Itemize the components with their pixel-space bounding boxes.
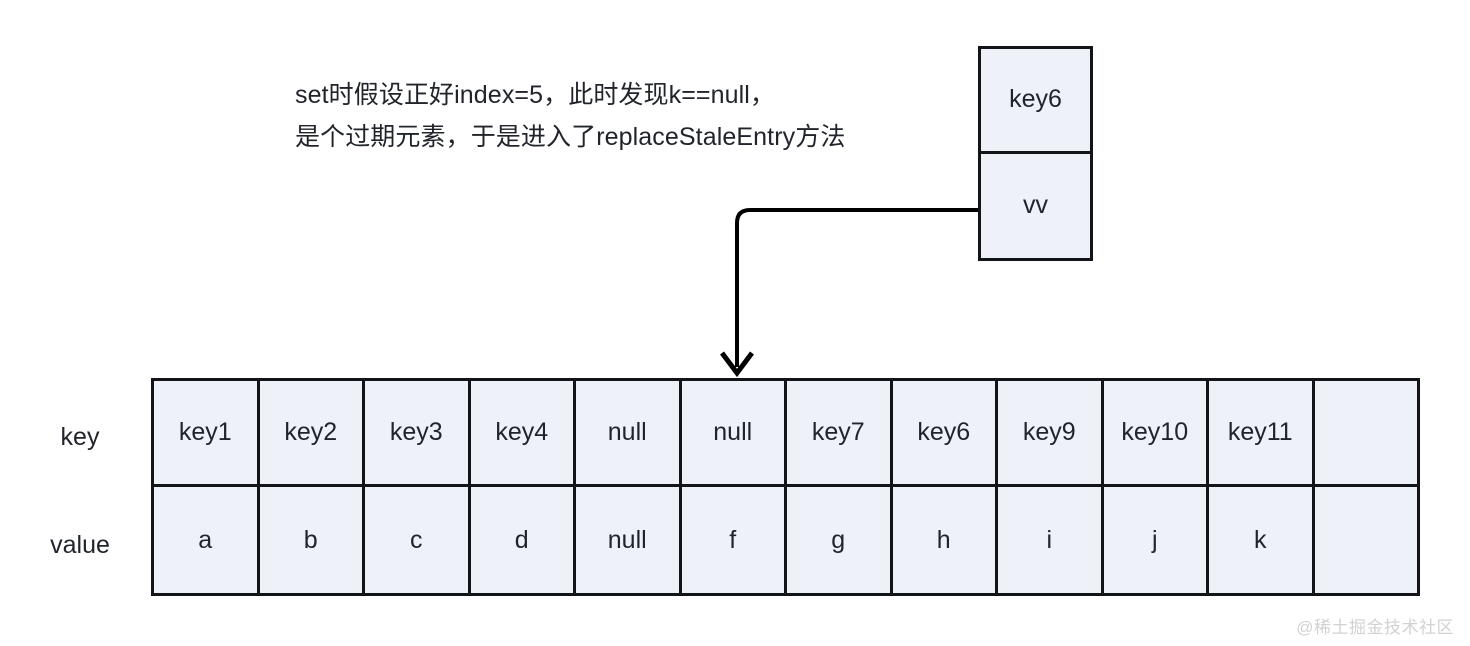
value-cell-4: null	[576, 487, 682, 593]
value-cell-1: b	[259, 487, 365, 593]
row-label-value: value	[50, 531, 110, 559]
key-cell-11	[1314, 381, 1417, 484]
value-cell-5: f	[681, 487, 787, 593]
new-entry-value-cell: vv	[981, 153, 1090, 258]
value-cell-8: i	[998, 487, 1104, 593]
key-cell-2: key3	[365, 381, 471, 484]
elbow-arrow-icon	[720, 208, 978, 378]
table-row-keys: key1 key2 key3 key4 null null key7 key6 …	[154, 381, 1417, 487]
key-cell-0: key1	[154, 381, 260, 484]
table-row-values: a b c d null f g h i j k	[154, 487, 1417, 593]
annotation-text: set时假设正好index=5，此时发现k==null， 是个过期元素，于是进入…	[295, 74, 845, 158]
value-cell-10: k	[1209, 487, 1315, 593]
key-cell-3: key4	[470, 381, 576, 484]
new-entry-box: key6 vv	[978, 46, 1093, 261]
value-cell-2: c	[365, 487, 471, 593]
value-cell-0: a	[154, 487, 260, 593]
annotation-line-1: set时假设正好index=5，此时发现k==null，	[295, 81, 776, 109]
key-cell-4: null	[576, 381, 682, 484]
key-cell-10: key11	[1209, 381, 1315, 484]
key-cell-8: key9	[998, 381, 1104, 484]
value-cell-9: j	[1103, 487, 1209, 593]
value-cell-7: h	[892, 487, 998, 593]
value-cell-11	[1314, 487, 1417, 593]
value-cell-6: g	[787, 487, 893, 593]
key-cell-5: null	[681, 381, 787, 484]
key-cell-9: key10	[1103, 381, 1209, 484]
row-label-key: key	[60, 423, 100, 451]
key-cell-1: key2	[259, 381, 365, 484]
watermark: @稀土掘金技术社区	[1296, 618, 1454, 637]
key-cell-6: key7	[787, 381, 893, 484]
value-cell-3: d	[470, 487, 576, 593]
key-cell-7: key6	[892, 381, 998, 484]
thread-local-map-table: key1 key2 key3 key4 null null key7 key6 …	[151, 378, 1420, 596]
new-entry-key-cell: key6	[981, 49, 1090, 154]
annotation-line-2: 是个过期元素，于是进入了replaceStaleEntry方法	[295, 123, 846, 151]
